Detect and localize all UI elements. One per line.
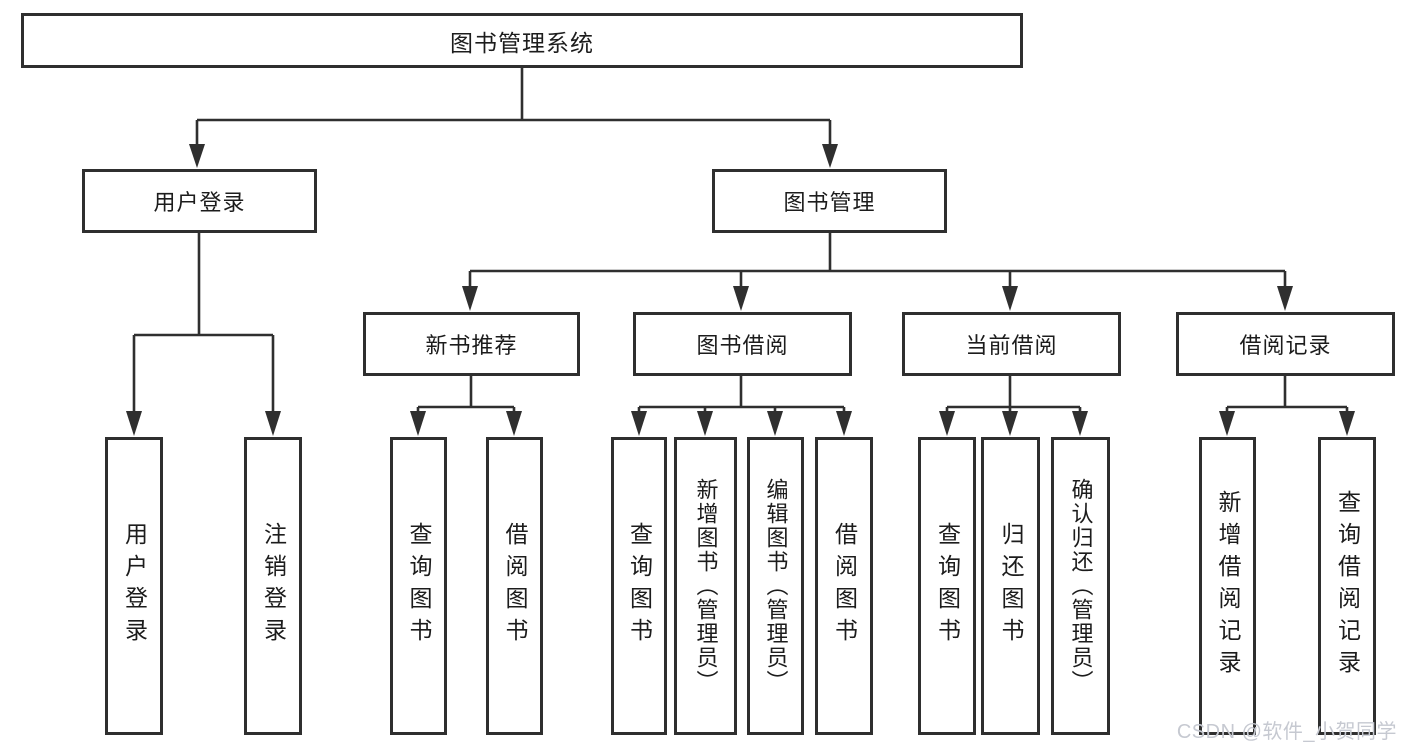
leaf-return-books: 归还图书: [981, 437, 1040, 735]
leaf-label: 借阅图书: [502, 522, 528, 650]
leaf-label: 查询图书: [626, 522, 653, 650]
leaf-edit-books-admin: 编辑图书（管理员）: [747, 437, 804, 735]
leaf-label: 借阅图书: [831, 522, 858, 650]
leaf-query-books-recommend: 查询图书: [390, 437, 447, 735]
leaf-confirm-return-admin: 确认归还（管理员）: [1051, 437, 1110, 735]
leaf-query-books-borrowing: 查询图书: [611, 437, 667, 735]
leaf-logout-login: 注销登录: [244, 437, 302, 735]
node-new-book-recommendation: 新书推荐: [363, 312, 580, 376]
leaf-label: 用户登录: [121, 522, 148, 650]
leaf-label: 编辑图书（管理员）: [763, 478, 789, 694]
node-current-borrowing: 当前借阅: [902, 312, 1121, 376]
leaf-query-borrow-record: 查询借阅记录: [1318, 437, 1376, 735]
leaf-borrow-books-recommend: 借阅图书: [486, 437, 543, 735]
leaf-label: 新增借阅记录: [1215, 490, 1241, 682]
leaf-label: 查询借阅记录: [1334, 490, 1361, 682]
leaf-user-login: 用户登录: [105, 437, 163, 735]
leaf-label: 确认归还（管理员）: [1068, 478, 1094, 694]
node-borrowing-records: 借阅记录: [1176, 312, 1395, 376]
leaf-add-borrow-record: 新增借阅记录: [1199, 437, 1256, 735]
node-book-management: 图书管理: [712, 169, 947, 233]
leaf-label: 查询图书: [406, 522, 432, 650]
leaf-borrow-books-borrowing: 借阅图书: [815, 437, 873, 735]
leaf-add-books-admin: 新增图书（管理员）: [674, 437, 737, 735]
leaf-query-books-current: 查询图书: [918, 437, 976, 735]
node-user-login: 用户登录: [82, 169, 317, 233]
leaf-label: 新增图书（管理员）: [693, 478, 719, 694]
node-book-borrowing: 图书借阅: [633, 312, 852, 376]
leaf-label: 归还图书: [998, 522, 1024, 650]
leaf-label: 注销登录: [260, 522, 287, 650]
leaf-label: 查询图书: [934, 522, 961, 650]
arrowheads: [126, 144, 1355, 436]
node-library-system: 图书管理系统: [21, 13, 1023, 68]
